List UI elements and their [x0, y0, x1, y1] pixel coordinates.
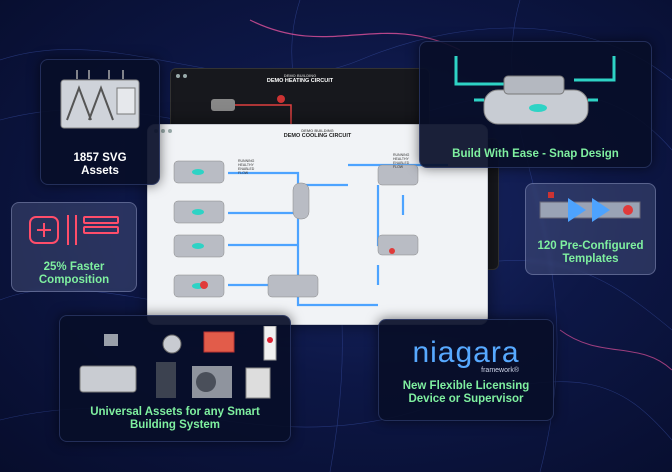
niagara-logo: niagara [412, 336, 520, 369]
template-diagram-icon [539, 192, 641, 222]
licensing-caption: New Flexible Licensing Device or Supervi… [402, 380, 530, 405]
cooling-title: DEMO COOLING CIRCUIT [283, 133, 352, 139]
status-item: HEALTHY [393, 157, 409, 161]
faster-caption: 25% Faster Composition [38, 261, 110, 286]
universal-caption: Universal Assets for any Smart Building … [90, 406, 260, 431]
window-dot [176, 74, 180, 78]
status-item: RUNNING [238, 159, 255, 163]
status-item: HEALTHY [238, 163, 254, 167]
faster-composition-card: 25% Faster Composition [11, 202, 137, 292]
heating-title: DEMO HEATING CIRCUIT [266, 78, 334, 84]
window-dot [161, 129, 165, 133]
snap-design-card: Build With Ease - Snap Design [419, 41, 652, 168]
window-dot [168, 129, 172, 133]
composition-icon [29, 215, 119, 245]
cooling-diagram [173, 160, 448, 307]
svg-assets-caption: 1857 SVG Assets [73, 152, 127, 177]
window-dot [183, 74, 187, 78]
status-item: ENABLED [238, 167, 255, 171]
svg-assets-card: 1857 SVG Assets [40, 59, 160, 185]
equipment-icons [79, 326, 277, 399]
universal-assets-card: Universal Assets for any Smart Building … [59, 315, 291, 442]
cooling-building: DEMO BUILDING [301, 128, 334, 133]
status-item: ENABLED [393, 161, 410, 165]
status-item: RUNNING [393, 153, 410, 157]
status-list: RUNNING HEALTHY ENABLED FLOW [393, 153, 409, 169]
templates-card: 120 Pre-Configured Templates [525, 183, 656, 275]
framework-label: framework® [481, 367, 519, 374]
chiller-unit-icon [60, 70, 140, 129]
snap-caption: Build With Ease - Snap Design [452, 148, 619, 160]
licensing-card: niagara framework® New Flexible Licensin… [378, 319, 554, 421]
heating-building: DEMO BUILDING [283, 73, 317, 78]
status-item: FLOW [393, 165, 404, 169]
templates-caption: 120 Pre-Configured Templates [537, 240, 644, 265]
status-item: FLOW [238, 171, 249, 175]
snap-chiller-icon [454, 56, 616, 125]
status-list: RUNNING HEALTHY ENABLED FLOW [238, 159, 254, 175]
